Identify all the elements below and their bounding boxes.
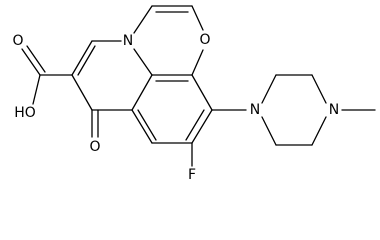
bond-o-c8 — [191, 49, 204, 76]
atom-n-piperazine-4: N — [329, 102, 339, 118]
atom-fluorine: F — [188, 167, 196, 183]
bond-c-o-double-b — [26, 45, 46, 73]
bond-c9a-c4a — [131, 74, 153, 111]
bond-c4a-c5-b — [137, 109, 157, 141]
atom-hydroxyl: HO — [14, 105, 36, 121]
atom-o-ring: O — [199, 32, 210, 48]
atom-n-ring: N — [123, 33, 133, 49]
bond-c3-c4 — [71, 74, 93, 111]
atom-n-piperazine-1: N — [250, 102, 260, 118]
atom-carbonyl-oxygen: O — [12, 33, 23, 49]
bond-c-n4-lower — [311, 116, 327, 146]
bond-ho-c — [32, 74, 41, 105]
atom-ketone-oxygen: O — [89, 139, 100, 155]
bond-c6-c7-b — [185, 109, 205, 141]
bond-n-c10 — [133, 5, 153, 34]
bond-n-c9a — [133, 48, 153, 76]
bond-n1-c-lower — [261, 116, 277, 146]
bond-c6-c7-a — [191, 109, 213, 144]
bond-c3-c2-b — [77, 45, 96, 76]
bond-c4a-c5-a — [131, 109, 153, 144]
bond-n1-c-upper — [261, 74, 277, 104]
bond-c-o-double-a — [21, 48, 41, 76]
bond-c-n4-upper — [311, 74, 327, 104]
molecule-structure: N O N N F O HO O — [12, 5, 376, 183]
bond-c11-o — [191, 5, 204, 31]
bond-c3-c2-a — [71, 40, 93, 76]
bond-c7-c8 — [191, 74, 213, 111]
